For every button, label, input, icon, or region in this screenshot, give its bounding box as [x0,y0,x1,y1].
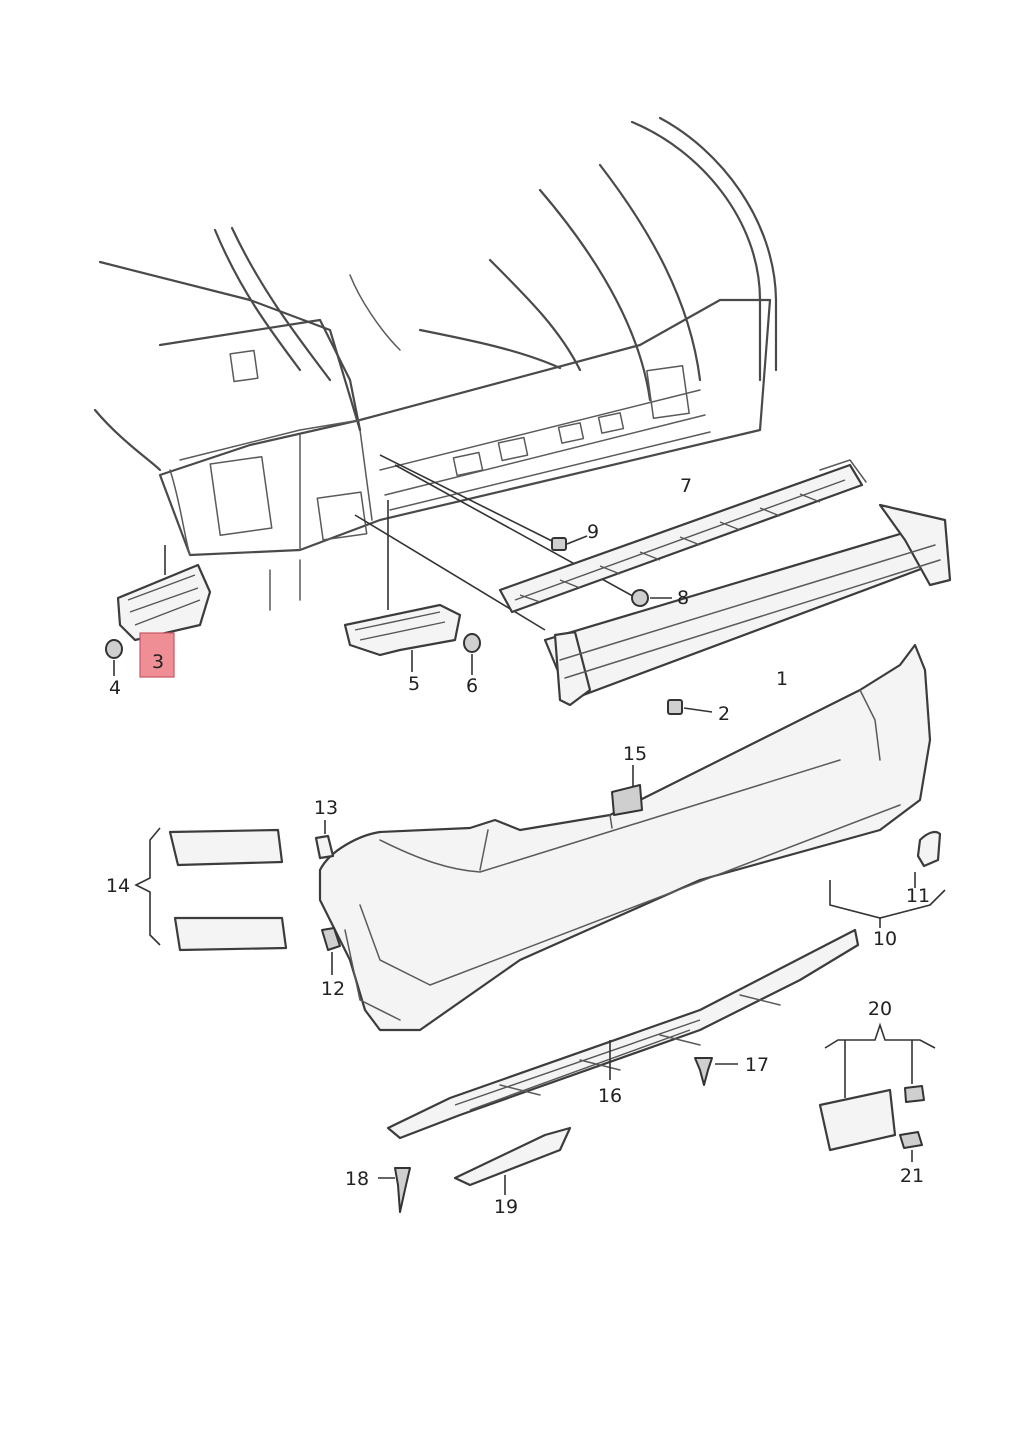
callout-16: 16 [598,1085,622,1107]
part-10-bumper-cover [318,643,932,1032]
part-8-nut [631,589,672,607]
callout-20: 20 [868,998,892,1020]
part-14-reflectors [134,827,288,952]
part-18-clip [378,1167,411,1213]
part-16-diffuser [386,928,860,1140]
callout-14: 14 [106,875,130,897]
part-4-nut [105,639,123,676]
callout-12: 12 [321,978,345,1000]
callout-15: 15 [623,743,647,765]
callout-1: 1 [776,668,788,690]
callout-3: 3 [152,651,164,673]
callout-5: 5 [408,673,420,695]
callout-13: 13 [314,797,338,819]
callout-7: 7 [680,475,692,497]
callout-17: 17 [745,1054,769,1076]
part-19-trim [453,1126,572,1195]
part-12-clip [321,927,341,975]
vehicle-body-outline [93,116,778,611]
callout-6: 6 [466,675,478,697]
callout-labels: 1 2 3 4 5 6 7 8 9 10 11 12 13 14 15 16 1… [106,475,930,1218]
part-7-reinforcement [498,459,867,614]
callout-11: 11 [906,885,930,907]
part-20-plate [818,1022,936,1152]
part-5-bracket-center [343,603,462,672]
callout-9: 9 [587,521,599,543]
part-1-impact-beam [543,503,952,707]
callout-2: 2 [718,703,730,725]
part-21-clip [899,1131,923,1162]
callout-21: 21 [900,1165,924,1187]
part-17-clip [694,1057,738,1086]
callout-8: 8 [677,587,689,609]
part-10-11-brace [829,872,946,928]
part-3-bracket-left [116,563,212,678]
callout-4: 4 [109,677,121,699]
callout-19: 19 [494,1196,518,1218]
part-2-bolt [667,699,713,715]
part-15-clip [611,765,643,816]
part-3-highlight [139,632,175,678]
part-11-cover [916,830,942,868]
part-13-clip [314,820,335,860]
part-6-nut [463,633,481,675]
part-9-bolt [551,535,588,551]
callout-10: 10 [873,928,897,950]
callout-18: 18 [345,1168,369,1190]
